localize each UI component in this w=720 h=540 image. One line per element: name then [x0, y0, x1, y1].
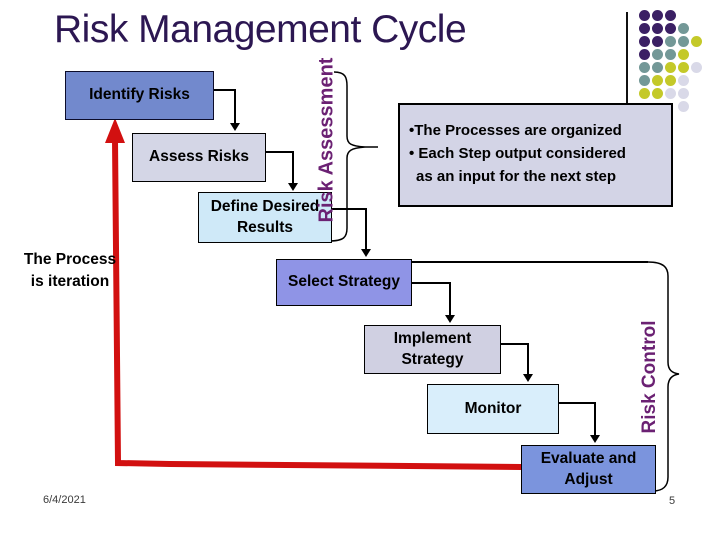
- decor-dot: [677, 61, 689, 73]
- decor-dot: [677, 100, 689, 112]
- decor-vertical-line: [626, 12, 628, 103]
- process-iteration-note: The Process is iteration: [23, 251, 117, 290]
- decor-dot: [638, 61, 650, 73]
- decor-dot: [638, 22, 650, 34]
- flow-box-evaluate-and-adjust: Evaluate and Adjust: [521, 445, 656, 494]
- callout-line: as an input for the next step: [416, 168, 617, 185]
- flow-box-monitor: Monitor: [427, 384, 559, 434]
- risk-assessment-label: Risk Assessment: [315, 57, 338, 223]
- risk-control-label: Risk Control: [639, 320, 660, 434]
- decor-dot: [677, 74, 689, 86]
- decor-dot: [651, 48, 663, 60]
- flow-box-implement-strategy: Implement Strategy: [364, 325, 501, 374]
- flow-box-select-strategy: Select Strategy: [276, 259, 412, 306]
- decor-dot: [664, 74, 676, 86]
- footer-date: 6/4/2021: [43, 494, 86, 506]
- decor-dot: [677, 87, 689, 99]
- decor-dot: [651, 74, 663, 86]
- flow-box-assess-risks: Assess Risks: [132, 133, 266, 182]
- decor-dot: [651, 35, 663, 47]
- decor-dot: [638, 87, 650, 99]
- decor-dot: [664, 48, 676, 60]
- risk-assessment-brace: [328, 71, 378, 242]
- process-callout-box: •The Processes are organized • Each Step…: [398, 103, 673, 207]
- decor-dot: [638, 35, 650, 47]
- decor-dot: [638, 48, 650, 60]
- callout-line: • Each Step output considered: [409, 145, 626, 162]
- iteration-loop-line: [112, 139, 522, 470]
- decor-dot: [677, 22, 689, 34]
- decor-dot: [677, 48, 689, 60]
- decor-dot: [664, 87, 676, 99]
- decor-dot: [664, 35, 676, 47]
- flow-box-define-desired-results: Define Desired Results: [198, 192, 332, 243]
- step-connectors: [212, 89, 648, 435]
- slide-title: Risk Management Cycle: [54, 8, 467, 51]
- decor-dot: [651, 61, 663, 73]
- risk-control-brace: [647, 261, 680, 492]
- decor-dot: [664, 61, 676, 73]
- decor-dot: [651, 22, 663, 34]
- decor-dot: [664, 9, 676, 21]
- connector-arrowheads: [230, 123, 600, 443]
- callout-line: •The Processes are organized: [409, 122, 622, 139]
- page-number: 5: [669, 495, 676, 507]
- decor-dot: [690, 61, 702, 73]
- decor-dot: [677, 35, 689, 47]
- decor-dot: [690, 35, 702, 47]
- decor-dot: [664, 22, 676, 34]
- decor-dot: [638, 9, 650, 21]
- decor-dot: [651, 9, 663, 21]
- flow-box-identify-risks: Identify Risks: [65, 71, 214, 120]
- decor-dot: [651, 87, 663, 99]
- decor-dot: [638, 74, 650, 86]
- iteration-loop-arrowhead: [105, 118, 125, 143]
